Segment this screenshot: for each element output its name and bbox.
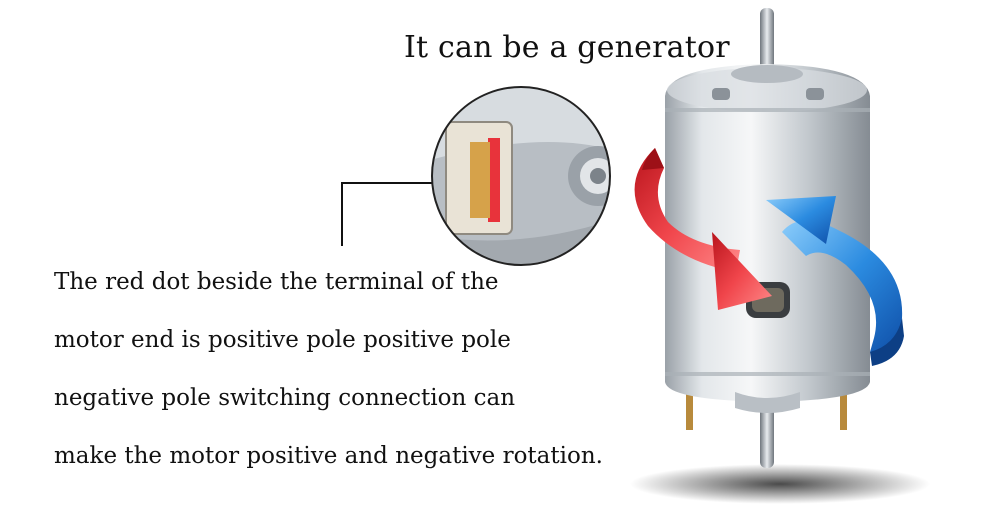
motor-shaft-top [760, 8, 774, 78]
page-title: It can be a generator [404, 30, 730, 65]
motor-shadow [630, 464, 930, 504]
description-line: The red dot beside the terminal of the [54, 269, 499, 295]
description-line: motor end is positive pole positive pole [54, 327, 511, 353]
description-line: negative pole switching connection can [54, 385, 516, 411]
dc-motor [665, 64, 870, 413]
red-dot-marker [488, 138, 500, 222]
description: The red dot beside the terminal of the m… [54, 262, 674, 494]
terminal-pin-icon [470, 142, 490, 218]
red-curved-arrow-icon [634, 148, 772, 310]
terminal-closeup [431, 86, 611, 266]
description-line: make the motor positive and negative rot… [54, 443, 603, 469]
motor-shaft-bottom [760, 400, 774, 468]
terminal-right [840, 384, 847, 430]
terminal-left [686, 384, 693, 430]
blue-curved-arrow-icon [766, 196, 904, 366]
